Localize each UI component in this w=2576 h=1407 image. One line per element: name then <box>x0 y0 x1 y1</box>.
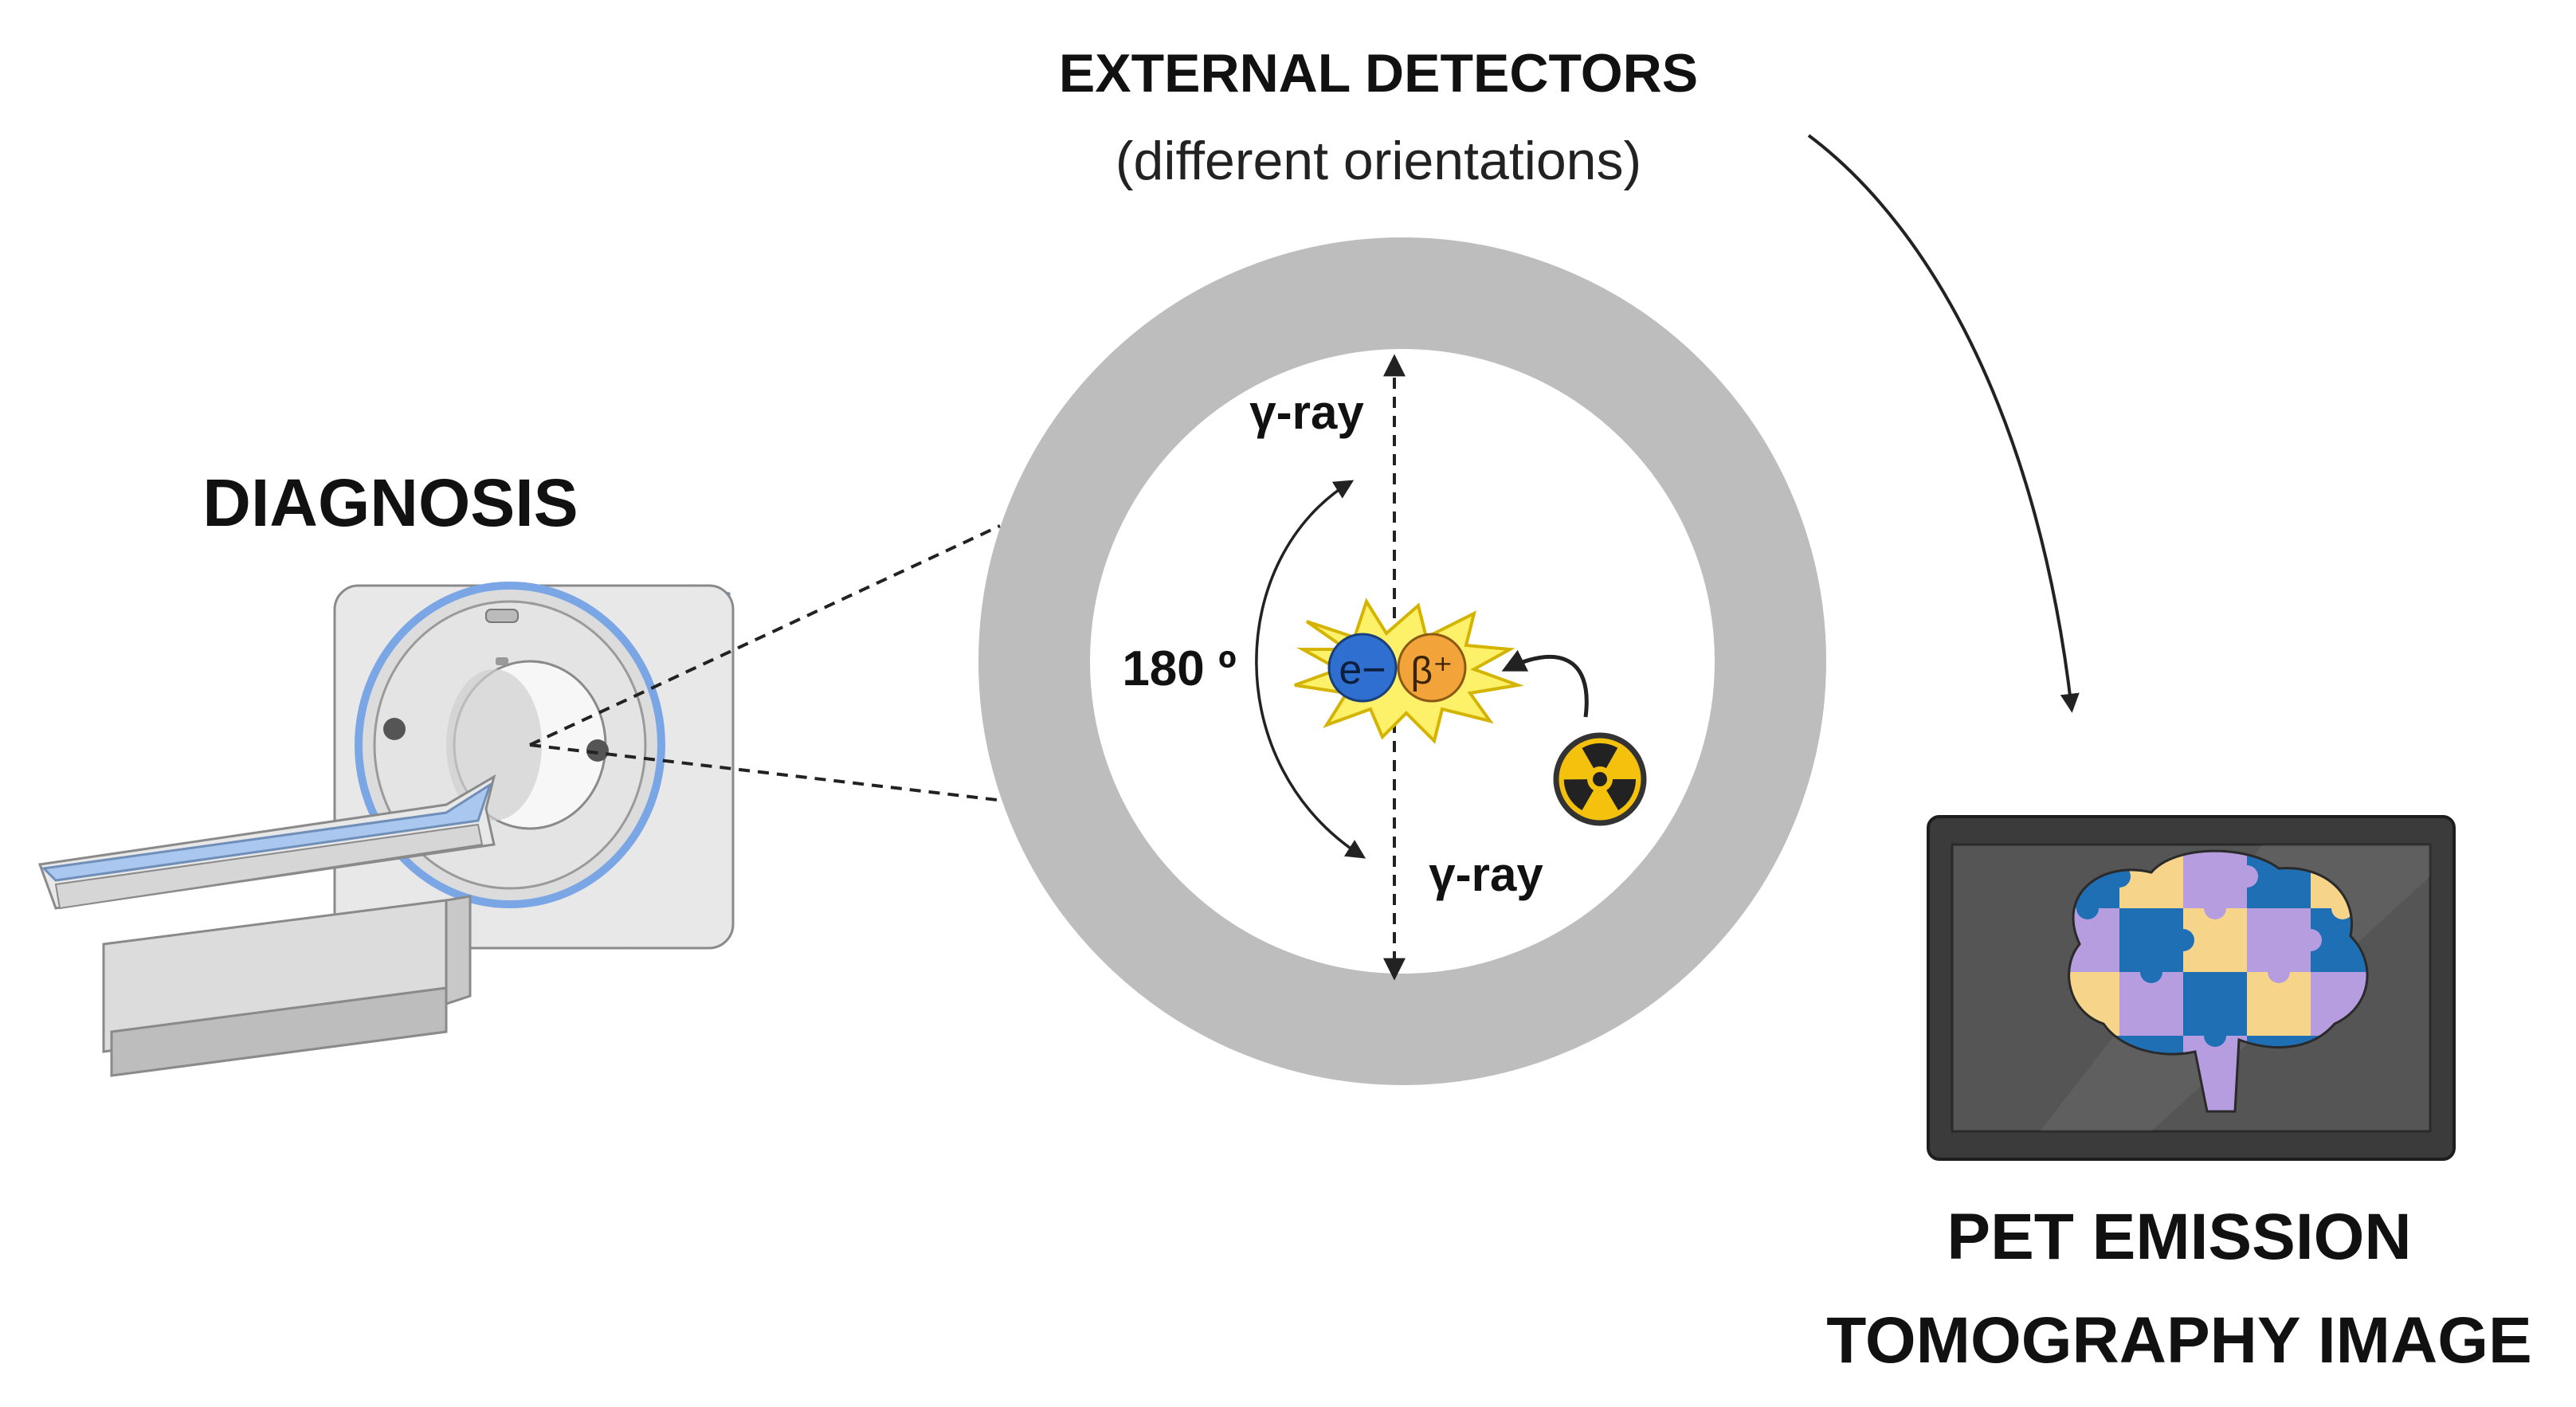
projection-line-bottom <box>529 743 1005 802</box>
projection-line-top <box>529 524 1001 747</box>
detectors-subtitle: (different orientations) <box>1115 131 1641 191</box>
emission-arrow <box>1501 649 1589 718</box>
angle-label: 180 º <box>1122 641 1236 696</box>
curved-arrow-to-monitor <box>1807 134 2080 713</box>
detector-ring <box>978 237 1826 1085</box>
angle-arrow <box>1255 480 1366 859</box>
electron-particle <box>1327 633 1398 703</box>
radioactive-icon <box>1553 732 1647 826</box>
pet-scanner-icon <box>37 582 735 1077</box>
electron-label: e− <box>1339 647 1386 693</box>
positron-label: β⁺ <box>1411 650 1453 692</box>
detectors-title: EXTERNAL DETECTORS <box>1059 43 1698 104</box>
gamma-ray-bottom-label: γ-ray <box>1429 848 1543 901</box>
gamma-ray-top-label: γ-ray <box>1249 386 1364 439</box>
diagnosis-label: DIAGNOSIS <box>202 465 578 540</box>
pet-label-line2: TOMOGRAPHY IMAGE <box>1826 1304 2531 1377</box>
positron-particle <box>1397 633 1467 703</box>
pet-label-line1: PET EMISSION <box>1947 1201 2411 1273</box>
